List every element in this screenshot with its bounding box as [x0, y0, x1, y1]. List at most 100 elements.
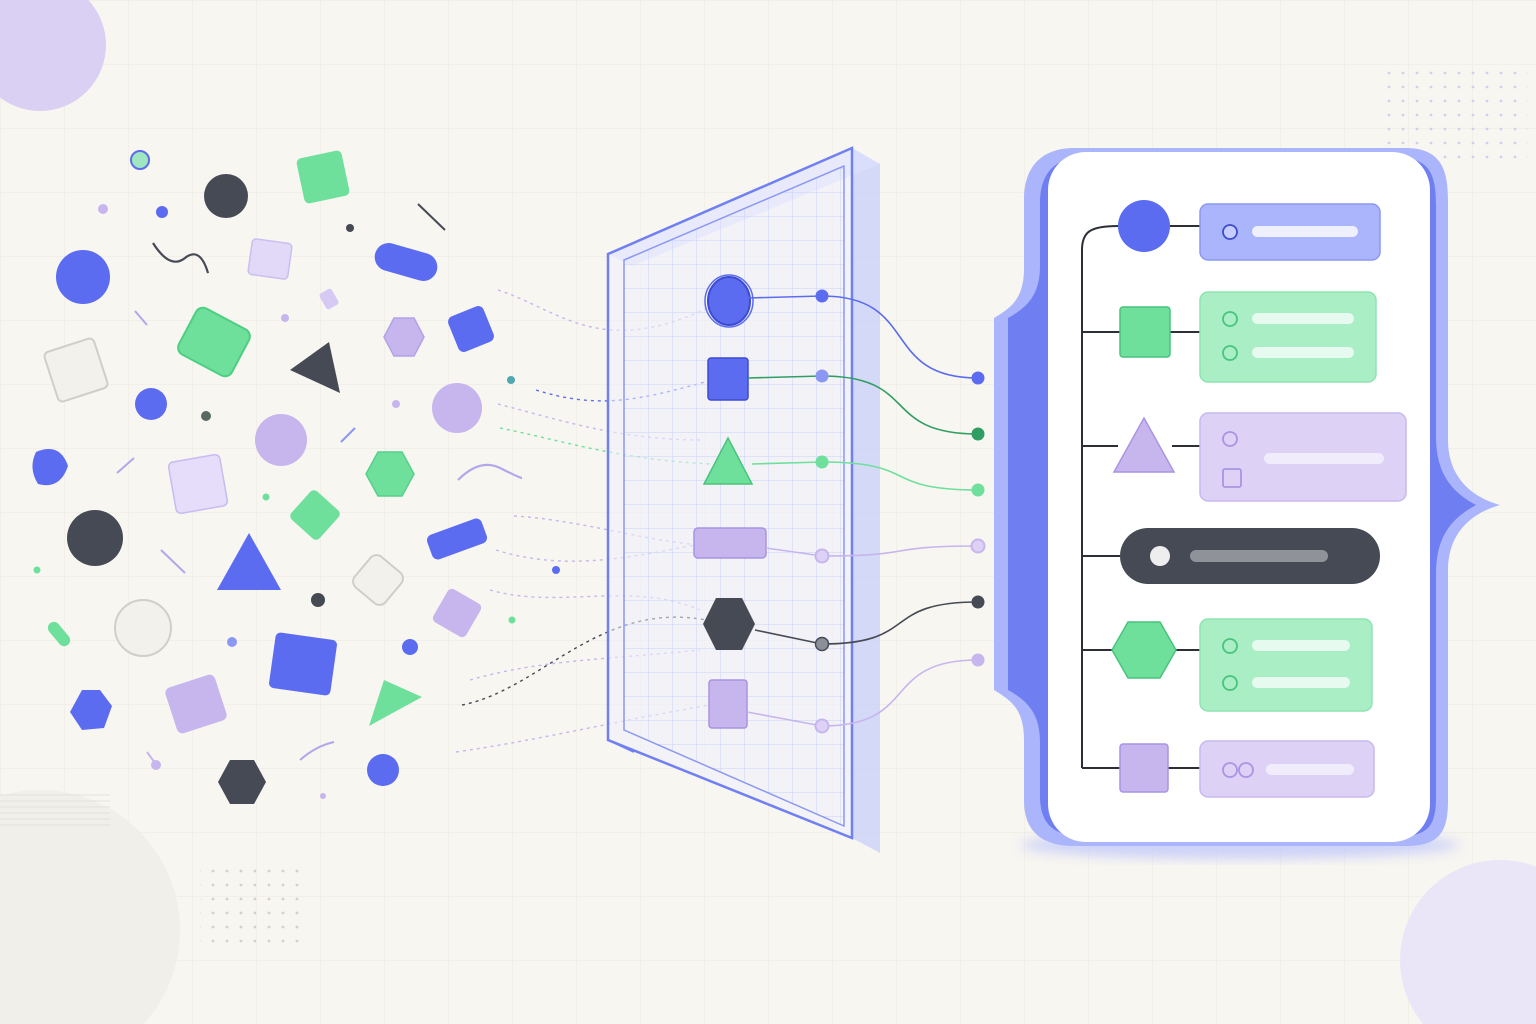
- square-icon: [43, 337, 109, 403]
- hexagon-icon: [703, 598, 755, 650]
- dot: [392, 400, 400, 408]
- pill-icon: [426, 518, 488, 560]
- rectangle-icon: [693, 527, 767, 559]
- connector-nodes: [814, 289, 986, 734]
- row-node-circle-icon: [1118, 200, 1170, 252]
- circle-icon: [707, 276, 751, 326]
- tree-trunk: [1081, 225, 1119, 768]
- circle-icon: [130, 150, 150, 170]
- dot: [227, 637, 237, 647]
- hexagon-icon: [218, 760, 266, 804]
- hexagon-icon: [365, 451, 415, 497]
- sorting-grid-panel: [606, 146, 880, 853]
- bullet-icon: [1222, 345, 1238, 361]
- node: [971, 653, 985, 667]
- circle-icon: [114, 599, 172, 657]
- dot: [346, 224, 354, 232]
- scattered-shapes: [32, 150, 560, 804]
- square-bullet-icon: [1222, 468, 1242, 488]
- dot: [281, 314, 289, 322]
- dot: [98, 204, 108, 214]
- dot: [201, 411, 211, 421]
- corner-circle-bottom-right: [1400, 860, 1536, 1024]
- circle-icon: [432, 383, 482, 433]
- bullet-icon: [1222, 675, 1238, 691]
- hexagon-icon: [383, 317, 425, 357]
- square-icon: [708, 679, 748, 729]
- squiggle: [457, 463, 523, 481]
- triangle-icon: [290, 342, 340, 393]
- text-placeholder: [1252, 347, 1354, 358]
- text-placeholder: [1252, 677, 1350, 688]
- text-placeholder: [1252, 226, 1358, 237]
- square-icon: [290, 490, 340, 540]
- row-card-5: [1199, 618, 1373, 712]
- arc: [299, 741, 335, 761]
- row-node-square-icon: [1119, 306, 1171, 358]
- corner-circle-bottom-left: [0, 790, 180, 1024]
- panel-grid: [623, 164, 845, 828]
- circle-icon: [67, 510, 123, 566]
- square-icon: [296, 150, 350, 204]
- dot: [552, 566, 560, 574]
- row-node-hexagon-icon: [1111, 621, 1177, 679]
- node: [814, 718, 830, 734]
- chip: [319, 288, 339, 310]
- panel-side: [852, 148, 880, 853]
- sorted-shapes: [693, 274, 767, 729]
- circle-icon: [135, 388, 167, 420]
- text-placeholder: [1252, 640, 1350, 651]
- circle-icon: [255, 414, 307, 466]
- bullet-icon: [1222, 224, 1238, 240]
- node: [971, 483, 985, 497]
- squiggle: [152, 242, 210, 274]
- circle-outline: [704, 274, 754, 328]
- text-placeholder: [1190, 550, 1328, 562]
- dot: [156, 206, 168, 218]
- dot: [320, 793, 326, 799]
- square-icon: [352, 554, 404, 606]
- dash: [134, 310, 148, 326]
- dot: [508, 616, 516, 624]
- structured-bracket-card: [994, 148, 1500, 859]
- dot: [151, 760, 161, 770]
- node: [815, 369, 829, 383]
- dash: [340, 427, 356, 443]
- triangle-icon: [217, 533, 281, 590]
- blob: [32, 449, 68, 486]
- node: [814, 548, 830, 564]
- hexagon-icon: [70, 690, 112, 730]
- dot: [262, 493, 270, 501]
- node: [814, 636, 830, 652]
- connector-lines: [746, 295, 979, 727]
- row-node-triangle-icon: [1112, 416, 1176, 473]
- bullet-icon: [1222, 638, 1238, 654]
- square-icon: [707, 357, 749, 401]
- bullet-icon: [1222, 762, 1238, 778]
- circle-icon: [56, 250, 110, 304]
- bullet-icon: [1222, 311, 1238, 327]
- triangle-icon: [702, 436, 754, 485]
- tree-branches: [1082, 225, 1200, 769]
- node: [971, 595, 985, 609]
- text-placeholder: [1264, 453, 1384, 464]
- text-placeholder: [1252, 313, 1354, 324]
- square-icon: [432, 588, 482, 638]
- circle-icon: [204, 174, 248, 218]
- dot: [507, 376, 515, 384]
- dash: [116, 457, 135, 474]
- dot: [402, 639, 418, 655]
- bullet-icon: [1238, 762, 1254, 778]
- node: [815, 289, 829, 303]
- dot: [311, 593, 325, 607]
- dot-grid-bottom-left: [200, 862, 300, 948]
- dot: [33, 566, 41, 574]
- hatch-decoration: [0, 790, 110, 830]
- node: [971, 427, 985, 441]
- dash: [160, 549, 186, 574]
- square-icon: [269, 632, 337, 696]
- node: [971, 371, 985, 385]
- text-placeholder: [1266, 764, 1354, 775]
